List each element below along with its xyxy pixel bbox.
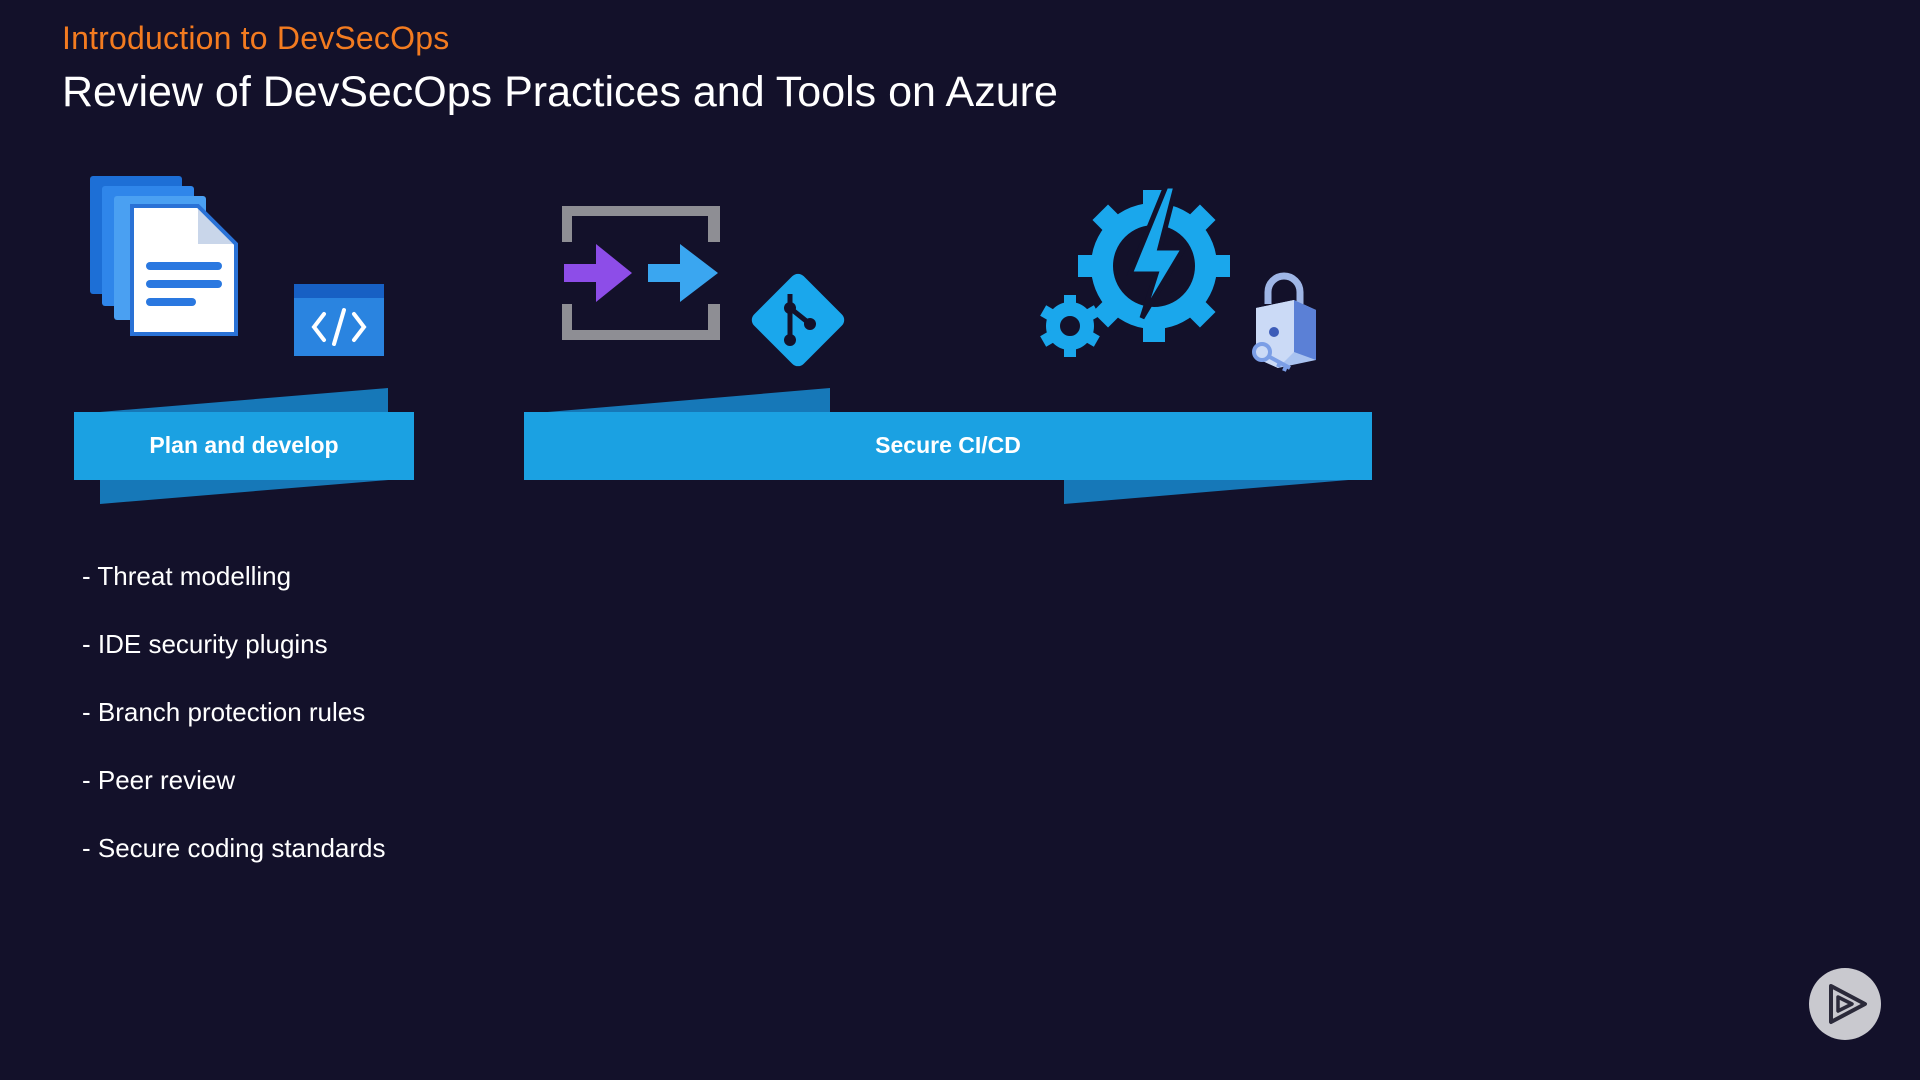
plan-and-develop-banner (74, 388, 414, 504)
list-item: - Threat modelling (82, 561, 292, 591)
gear-lightning-icon (1040, 186, 1230, 357)
secure-ci-cd-banner (524, 388, 1372, 504)
practices-list: - Threat modelling - IDE security plugin… (82, 556, 386, 896)
stage-label-plan-and-develop: Plan and develop (149, 432, 339, 458)
padlock-key-icon (1252, 272, 1316, 372)
code-editor-icon (294, 284, 384, 356)
pipeline-arrows-icon (562, 206, 720, 340)
list-item: - Branch protection rules (82, 697, 366, 727)
list-item: - IDE security plugins (82, 629, 328, 659)
documents-icon (90, 176, 238, 336)
slide-title: Review of DevSecOps Practices and Tools … (62, 68, 1058, 116)
play-logo-icon (1829, 984, 1867, 1024)
stage-label-secure-ci-cd: Secure CI/CD (875, 432, 1021, 458)
list-item: - Secure coding standards (82, 833, 386, 863)
list-item: - Peer review (82, 765, 236, 795)
git-icon (751, 273, 845, 367)
section-title: Introduction to DevSecOps (62, 20, 450, 56)
play-button[interactable] (1809, 968, 1881, 1040)
